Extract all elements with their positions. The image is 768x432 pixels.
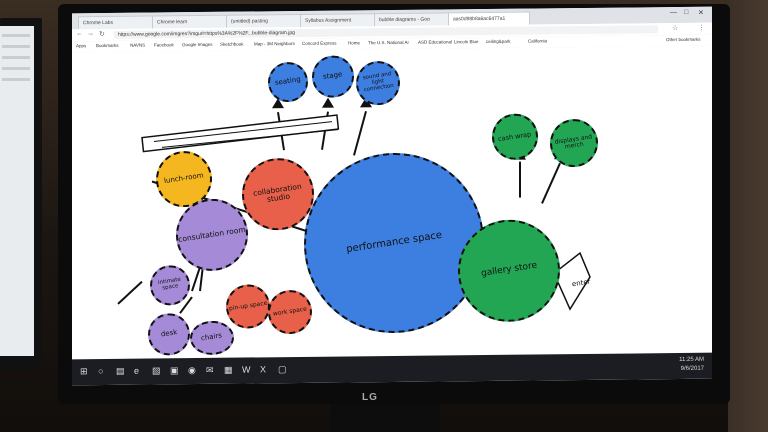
store-icon[interactable]: ▣ bbox=[170, 365, 179, 376]
bookmark-item[interactable]: Apps bbox=[76, 43, 87, 49]
diagram-image: seating stage sound and light connection… bbox=[72, 45, 712, 360]
bookmark-item[interactable]: The U.S. National Ar bbox=[368, 39, 410, 46]
bubble-label: desk bbox=[160, 328, 178, 339]
tab-label: Syllabus Assignment bbox=[305, 17, 352, 24]
tab-label: (untitled) pasting bbox=[231, 18, 268, 25]
bubble-label: performance space bbox=[345, 229, 443, 255]
bubble-consultation-room: consultation room bbox=[176, 198, 248, 272]
edge-icon[interactable]: e bbox=[134, 365, 140, 376]
clock-date: 9/6/2017 bbox=[680, 365, 704, 372]
bubble-label: chairs bbox=[200, 331, 223, 343]
bubble-intimate-space: intimate space bbox=[150, 265, 190, 306]
bookmark-item[interactable]: ceiling&park bbox=[486, 38, 511, 45]
tab-label: aas0d98b8a6ac6477a1 bbox=[453, 15, 506, 23]
bubble-stage: stage bbox=[312, 55, 354, 98]
app-icon[interactable]: ▦ bbox=[224, 364, 233, 375]
wall-right bbox=[728, 0, 768, 432]
bookmark-item[interactable]: NAVNS bbox=[130, 42, 146, 48]
monitor-screen: Chrome Labs Chrome learn (untitled) past… bbox=[72, 6, 712, 386]
windows-start-icon[interactable]: ⊞ bbox=[80, 366, 88, 377]
bookmark-item[interactable]: Sketchbook bbox=[220, 41, 244, 47]
mail-icon[interactable]: ✉ bbox=[206, 364, 214, 375]
bookmark-item[interactable]: Lincoln Blue bbox=[454, 39, 479, 45]
bookmark-item[interactable]: ASD Educational bbox=[418, 39, 453, 45]
bubble-label: intimate space bbox=[157, 276, 182, 292]
word-icon[interactable]: W bbox=[242, 364, 251, 375]
star-icon[interactable]: ☆ bbox=[672, 25, 679, 33]
bubble-sound-and-light: sound and light connection bbox=[356, 60, 400, 106]
bookmark-item[interactable]: Facebook bbox=[154, 42, 174, 48]
bubble-label: seating bbox=[274, 75, 302, 88]
bookmark-item[interactable]: Other bookmarks bbox=[666, 36, 701, 43]
bubble-seating: seating bbox=[268, 61, 308, 103]
task-view-icon[interactable]: ▤ bbox=[116, 365, 125, 376]
search-icon[interactable]: ○ bbox=[98, 366, 104, 377]
bubble-label: pin-up space bbox=[228, 299, 268, 313]
bubble-label: lunch-room bbox=[163, 171, 205, 186]
bubble-label: sound and light connection bbox=[362, 71, 395, 94]
bubble-label: consultation room bbox=[177, 224, 247, 244]
tab-label: Chrome learn bbox=[157, 19, 188, 26]
chrome-icon[interactable]: ◉ bbox=[188, 365, 196, 376]
reload-icon[interactable]: ↻ bbox=[99, 31, 105, 39]
clock-time: 11:25 AM bbox=[679, 356, 704, 363]
bubble-displays-and-merch: displays and merch bbox=[550, 118, 598, 168]
left-monitor-screen bbox=[0, 26, 34, 356]
bubble-label: stage bbox=[322, 70, 344, 82]
taskbar-clock[interactable]: 11:25 AM 9/6/2017 bbox=[679, 356, 704, 374]
minimize-icon[interactable]: — bbox=[670, 9, 677, 17]
bookmark-item[interactable]: Concord Express bbox=[302, 40, 337, 46]
bubble-label: collaboration studio bbox=[252, 181, 303, 204]
bookmark-item[interactable]: California bbox=[528, 38, 548, 44]
bookmark-item[interactable]: Google Images bbox=[182, 41, 213, 48]
file-explorer-icon[interactable]: ▧ bbox=[152, 365, 161, 376]
bubble-collaboration-studio: collaboration studio bbox=[242, 157, 314, 231]
bubble-label: work space bbox=[272, 305, 308, 318]
bookmark-item[interactable]: Home bbox=[348, 40, 361, 46]
maximize-icon[interactable]: □ bbox=[684, 8, 689, 16]
monitor-brand-logo: LG bbox=[362, 392, 378, 403]
bubble-label: cash wrap bbox=[497, 129, 532, 143]
tab-label: bubble diagrams - Goo bbox=[379, 16, 430, 24]
menu-icon[interactable]: ⋮ bbox=[698, 24, 705, 32]
bubble-desk: desk bbox=[148, 313, 190, 356]
bubble-work-space: work space bbox=[268, 289, 312, 335]
bubble-label: gallery store bbox=[480, 260, 538, 280]
app-icon[interactable]: ▢ bbox=[278, 364, 287, 375]
forward-icon[interactable]: → bbox=[87, 30, 94, 38]
bookmark-item[interactable]: Bookmarks bbox=[96, 42, 119, 49]
bubble-label: enter bbox=[571, 278, 591, 289]
monitor-stand bbox=[330, 404, 440, 432]
bubble-label: displays and merch bbox=[554, 133, 593, 151]
bookmark-item[interactable]: Map - 3M Neighbors bbox=[254, 41, 295, 47]
bubble-pin-up-space: pin-up space bbox=[226, 284, 270, 329]
bubble-cash-wrap: cash wrap bbox=[492, 113, 538, 160]
excel-icon[interactable]: X bbox=[260, 364, 267, 375]
left-monitor bbox=[0, 18, 42, 370]
close-icon[interactable]: ✕ bbox=[698, 9, 704, 17]
tab-label: Chrome Labs bbox=[83, 19, 114, 27]
back-icon[interactable]: ← bbox=[76, 30, 83, 38]
